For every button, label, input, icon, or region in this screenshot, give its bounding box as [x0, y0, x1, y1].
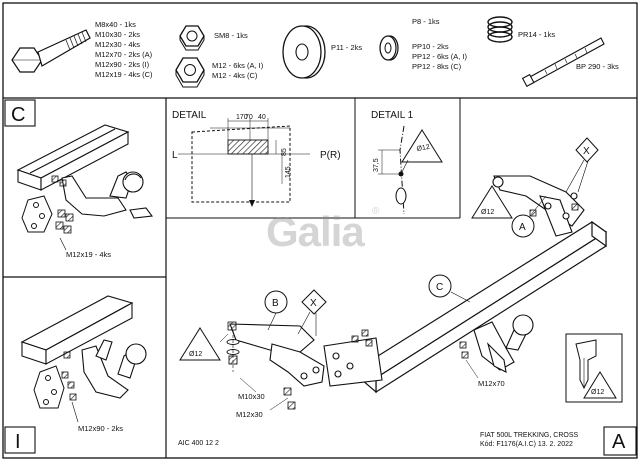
bolt-item: M12x70 - 2ks (A)	[95, 50, 153, 59]
callout-c: C	[428, 274, 471, 303]
vehicle-model: FIAT 500L TREKKING, CROSS	[480, 432, 578, 439]
right-arm-bracket	[492, 175, 585, 237]
mount-plate-i	[33, 365, 65, 409]
left-arm-bracket	[229, 323, 325, 387]
bolt-set-i	[61, 351, 77, 401]
washer-item: P8 - 1ks	[412, 17, 440, 26]
bolt-label-i: M12x90 - 2ks	[78, 424, 123, 433]
left-bracket-plate	[323, 337, 383, 387]
washer-item: PP12 - 6ks (A, I)	[412, 52, 468, 61]
dim-label: 170	[236, 114, 248, 121]
svg-text:X: X	[583, 146, 590, 157]
dim-label: 145	[285, 166, 292, 178]
dim-label: 70	[245, 114, 253, 121]
logo-text: Galia	[266, 208, 365, 255]
drill-inset: Ø12	[565, 333, 623, 403]
bolt-label-c: M12x19 - 4ks	[66, 250, 111, 259]
detail1-title: DETAIL 1	[371, 110, 414, 121]
panel-letter-c: C	[11, 104, 25, 126]
bolt-label-m10x30: M10x30	[238, 392, 265, 401]
callout-b: B	[264, 290, 288, 331]
detail-right-label: P(R)	[320, 150, 341, 161]
panel-letter-a: A	[612, 431, 626, 453]
spring-washer-label: PR14 - 1ks	[518, 30, 555, 39]
hole-callout-tool: Ø12	[591, 389, 604, 396]
self-lock-nut-label: SM8 - 1ks	[214, 31, 248, 40]
self-lock-nut-icon	[179, 25, 205, 51]
mount-plate-c	[21, 195, 53, 233]
small-bolts-main	[227, 203, 579, 410]
cable-tie-icon	[521, 37, 605, 88]
tow-bar-i	[81, 339, 147, 399]
bolt-set-c	[51, 175, 74, 234]
bolt-item: M10x30 - 2ks	[95, 30, 140, 39]
washer-item: PP10 - 2ks	[412, 42, 449, 51]
svg-text:B: B	[272, 298, 279, 309]
hatched-cutout	[227, 139, 269, 155]
callout-a: A	[511, 195, 547, 238]
hole-callout-top: Ø12	[471, 185, 513, 219]
bolt-item: M12x30 - 4ks	[95, 40, 140, 49]
bolt-label-m12x30: M12x30	[236, 410, 263, 419]
nut-item: M12 - 4ks (C)	[212, 71, 258, 80]
galia-logo: Galia ®	[266, 206, 380, 255]
tow-bar-c	[61, 171, 154, 219]
svg-text:C: C	[436, 282, 443, 293]
svg-text:Ø12: Ø12	[481, 209, 494, 216]
panel-letter-i: I	[15, 431, 21, 453]
tow-ball-a	[473, 314, 534, 373]
panel-i: I M12x90 - 2ks	[4, 295, 147, 454]
hex-nut-icon	[175, 57, 205, 88]
bolt-item: M12x19 - 4ks (C)	[95, 70, 153, 79]
svg-text:X: X	[310, 298, 317, 309]
svg-text:A: A	[519, 222, 526, 233]
bolt-item: M8x40 - 1ks	[95, 20, 136, 29]
bolt-icon	[11, 29, 91, 73]
panel-c: C M12x19 - 4ks	[4, 99, 154, 259]
bolt-list: M8x40 - 1ks M10x30 - 2ks M12x30 - 4ks M1…	[95, 20, 153, 79]
small-washer-icon	[379, 35, 399, 61]
detail-left-label: L	[172, 150, 178, 161]
callout-x-left: X	[297, 289, 327, 336]
document-code: AIC 400 12 2	[178, 440, 219, 447]
product-code: Kód: F1176(A.I.C) 13. 2. 2022	[480, 441, 573, 448]
spring-washer-icon	[487, 16, 513, 43]
bolt-label-m12x70: M12x70	[478, 379, 505, 388]
bolt-item: M12x90 - 2ks (I)	[95, 60, 150, 69]
detail-view: DETAIL 170 70 40 85 145 L P(R)	[172, 110, 341, 207]
detail1-dim: 37,5	[373, 158, 380, 172]
dim-label: 85	[281, 148, 288, 156]
page-frame	[2, 2, 638, 459]
detail-title: DETAIL	[172, 110, 207, 121]
detail1-view: DETAIL 1 37,5 Ø12	[371, 110, 443, 215]
svg-text:Ø12: Ø12	[189, 351, 202, 358]
main-assembly: M10x30 M12x30 M12x70	[226, 175, 608, 419]
detail1-hole: Ø12	[416, 144, 430, 153]
large-washer-icon	[282, 25, 326, 79]
vehicle-crossmember	[16, 124, 130, 191]
nut-item: M12 - 6ks (A, I)	[212, 61, 264, 70]
callout-x-right: X	[565, 137, 599, 193]
cable-tie-label: BP 290 - 3ks	[576, 62, 619, 71]
logo-registered-mark: ®	[372, 206, 380, 217]
large-washer-label: P11 - 2ks	[331, 43, 362, 52]
washer-item: PP12 - 8ks (C)	[412, 62, 462, 71]
hole-callout-left: Ø12	[179, 327, 229, 361]
panel-a-box	[603, 426, 637, 456]
dim-label: 40	[258, 114, 266, 121]
vehicle-crossmember-i	[20, 295, 134, 365]
